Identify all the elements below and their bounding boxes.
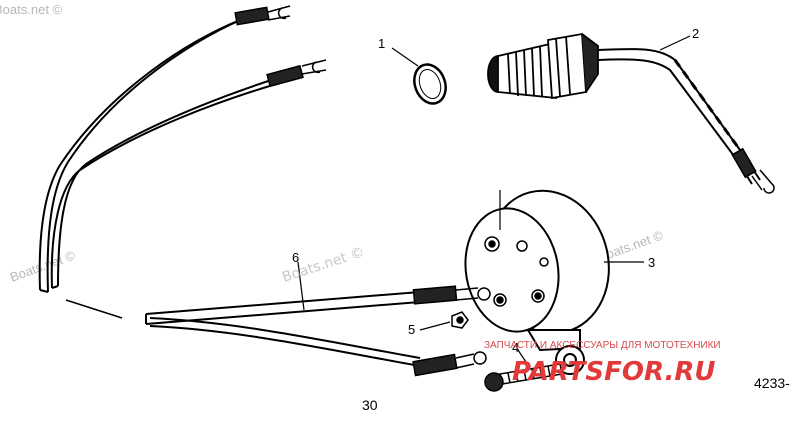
wire-harness-left: [38, 15, 297, 293]
watermark-boats-mid-left: Boats.net ©: [8, 247, 78, 285]
leader-2: [659, 35, 691, 51]
brand-tagline: ЗАПЧАСТИ И АКСЕССУАРЫ ДЛЯ МОТОТЕХНИКИ: [484, 340, 721, 351]
page-number: 30: [362, 397, 378, 413]
gauge-studs: [484, 236, 549, 307]
leader-5: [419, 321, 451, 331]
terminal-top-1: [234, 5, 291, 26]
snap-ring: [413, 63, 447, 105]
socket-terminal: [731, 147, 775, 194]
wire-end-stroke: [65, 299, 123, 319]
screw: [484, 363, 563, 392]
callout-6: 6: [292, 250, 299, 265]
leader-1: [391, 47, 419, 67]
leader-6: [297, 261, 305, 311]
leader-4: [517, 349, 531, 369]
callout-1: 1: [378, 36, 385, 51]
callout-2: 2: [692, 26, 699, 41]
socket-wire: [597, 48, 761, 185]
light-socket: [487, 32, 599, 100]
terminal-top-2: [266, 59, 327, 88]
callout-3: 3: [648, 255, 655, 270]
brand-name: PARTSFOR.RU: [512, 357, 715, 387]
gauge-lead-terminal-2: [412, 351, 487, 377]
gauge-lead-wires: [145, 291, 421, 367]
gauge-lead-terminal-1: [412, 285, 491, 305]
nut: [451, 311, 469, 329]
drawing-ref: 4233-: [754, 375, 790, 391]
callout-4: 4: [512, 340, 519, 355]
callout-5: 5: [408, 322, 415, 337]
watermark-boats-top-left: Boats.net ©: [0, 2, 63, 17]
